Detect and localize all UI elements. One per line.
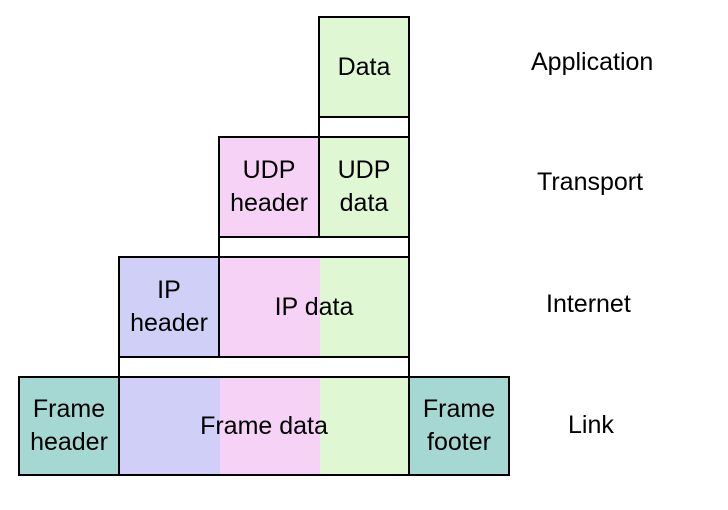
udp-header-box [218, 136, 320, 238]
ip-data-header-fill [220, 258, 320, 356]
layer-label-internet: Internet [546, 290, 631, 318]
frame-header-box [18, 376, 120, 476]
udp-header-label: UDP header [230, 156, 308, 217]
frame-footer-box [408, 376, 510, 476]
transport-internet-connector [218, 236, 410, 258]
application-data-box [318, 16, 410, 118]
frame-data-payload-fill [320, 378, 408, 474]
frame-data-ip-header-fill [120, 378, 220, 474]
udp-data-label: UDP data [337, 156, 391, 217]
ip-header-label: IP header [130, 276, 208, 337]
ip-data-payload-fill [320, 258, 408, 356]
layer-label-link: Link [568, 411, 614, 439]
application-transport-connector [318, 116, 410, 138]
frame-data-label: Frame data [200, 411, 328, 440]
layer-label-application: Application [531, 48, 654, 76]
layer-label-transport: Transport [537, 168, 644, 196]
ip-data-label: IP data [274, 292, 354, 321]
frame-header-label: Frame header [30, 395, 108, 456]
internet-link-connector [118, 356, 410, 378]
frame-data-udp-header-fill [220, 378, 320, 474]
application-data-label: Data [337, 52, 391, 81]
frame-footer-label: Frame footer [422, 395, 496, 456]
